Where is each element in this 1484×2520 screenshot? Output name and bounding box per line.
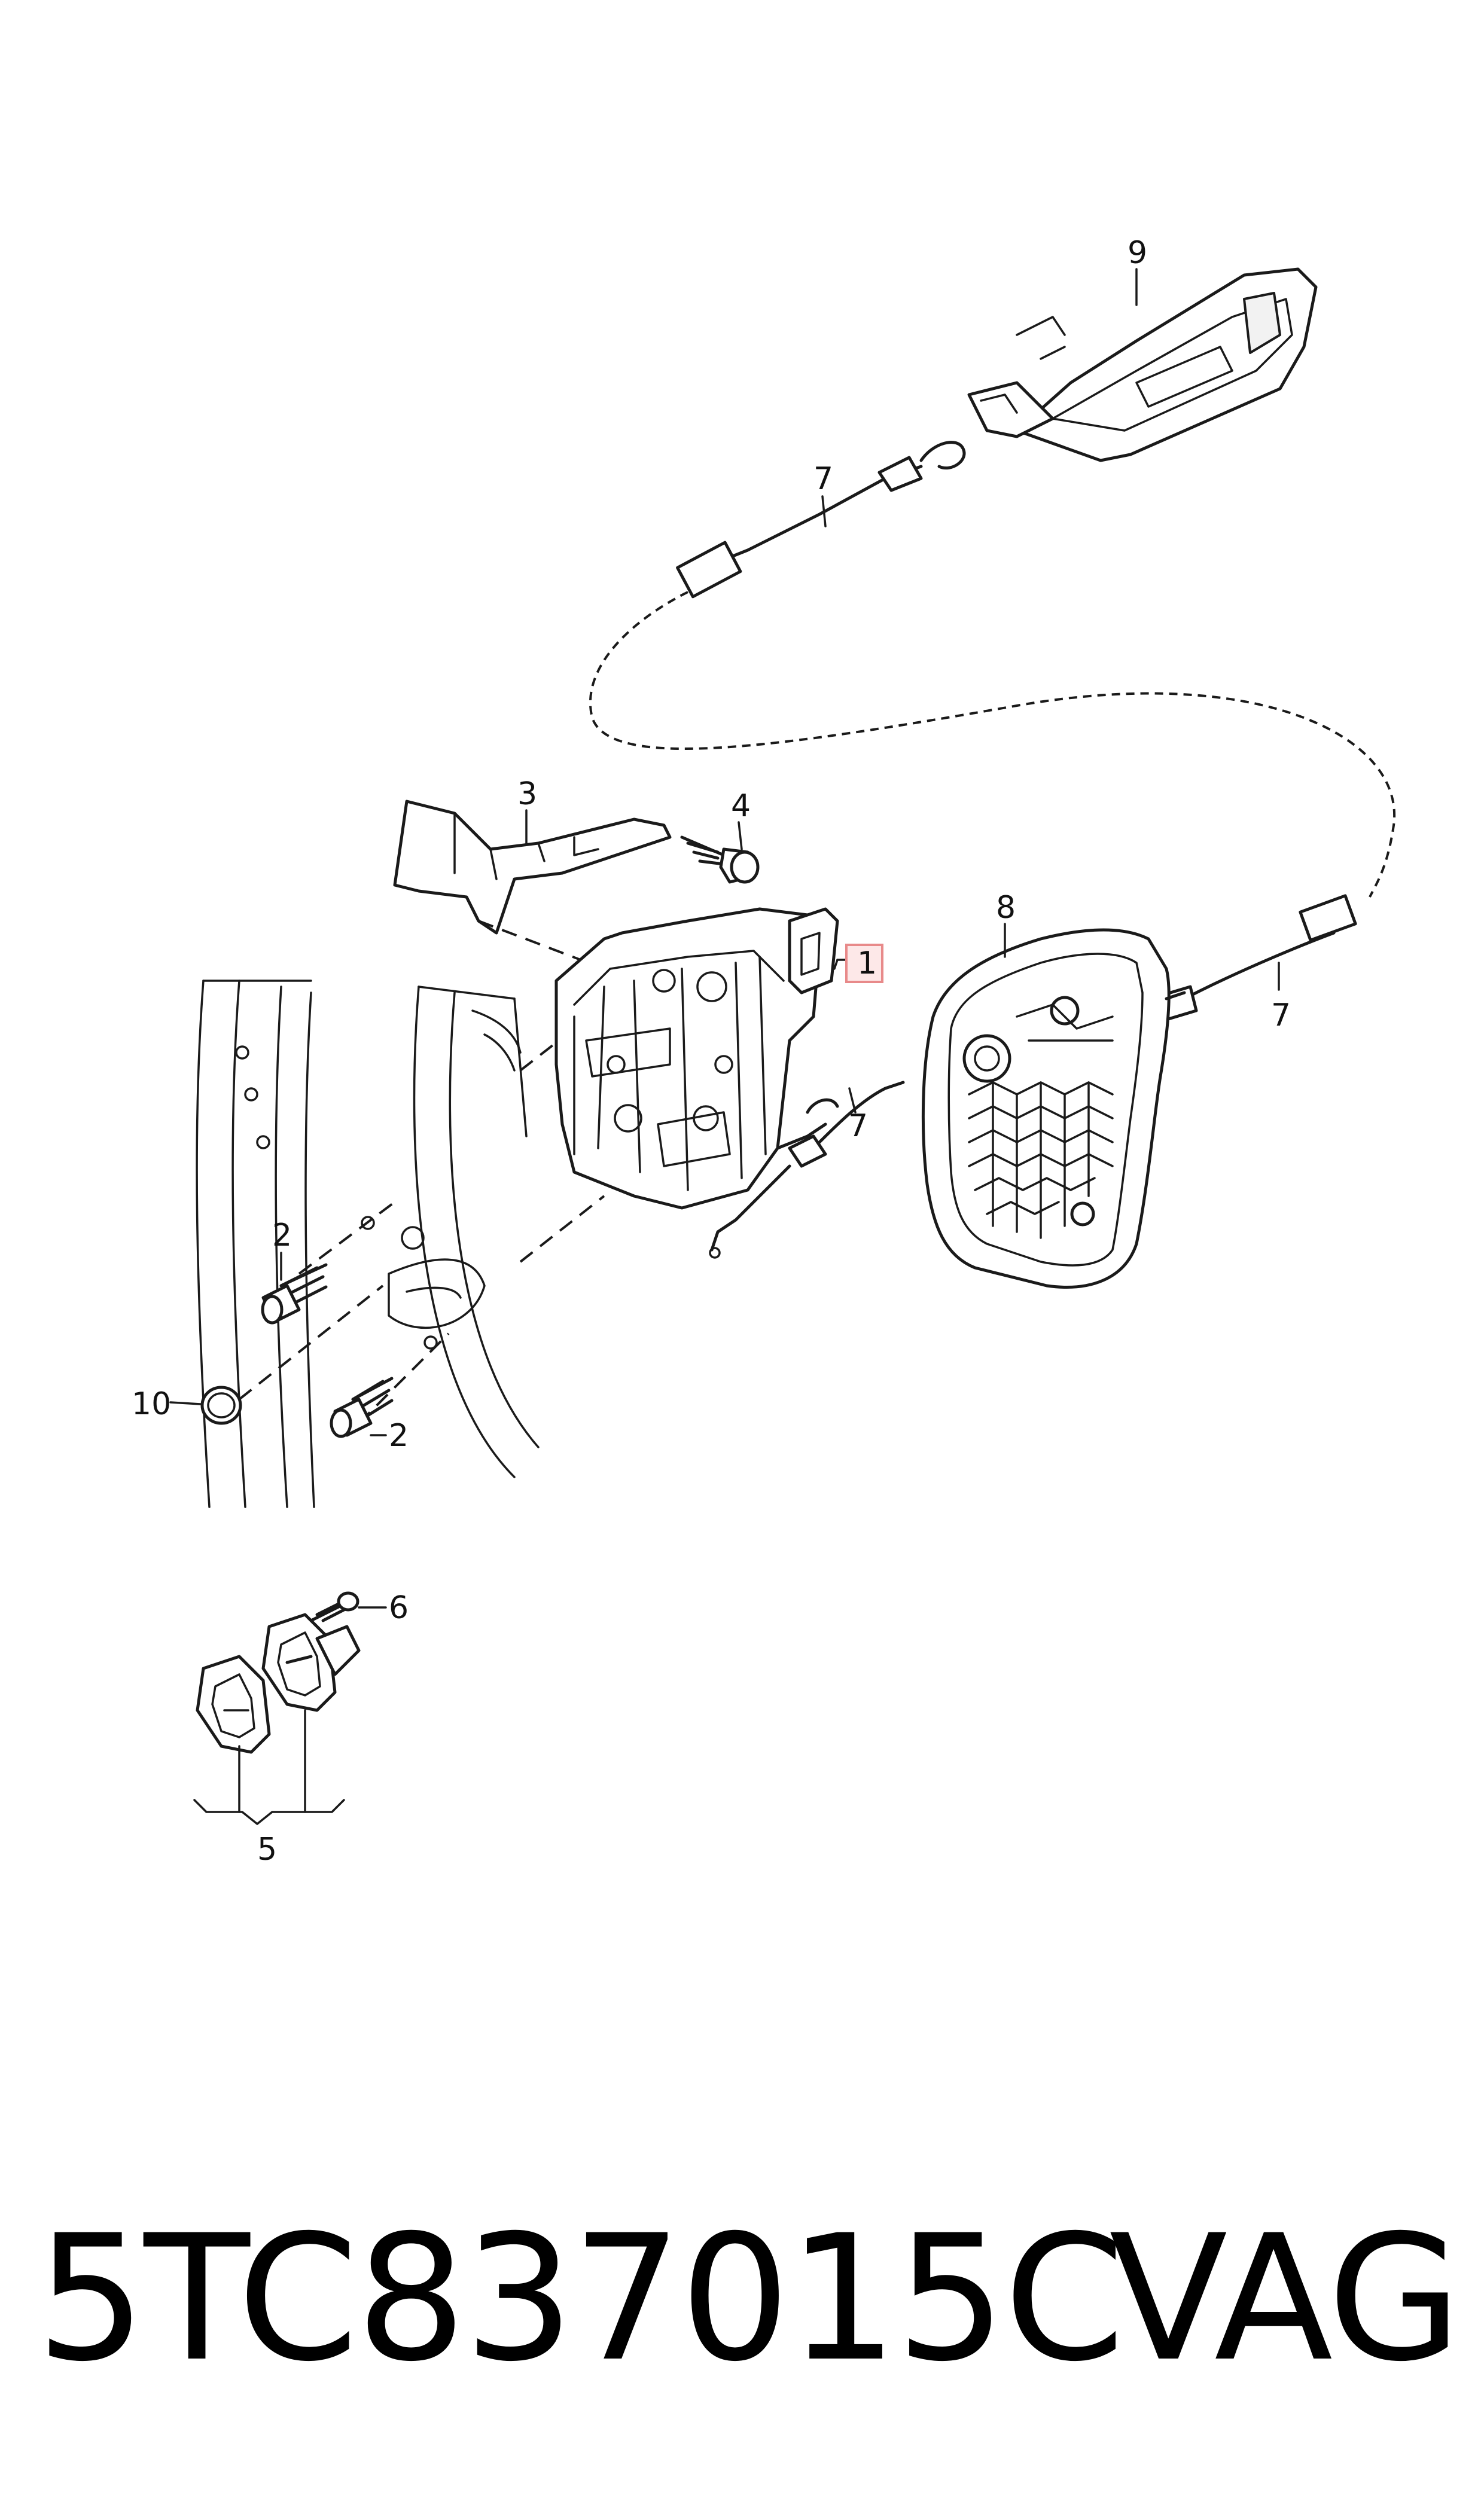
callout-2-upper: 2 — [272, 1218, 292, 1253]
bolt-lower — [330, 1377, 394, 1438]
callout-7-lower: 7 — [848, 1108, 868, 1144]
callout-9: 9 — [1128, 235, 1147, 271]
door-frame-outline — [196, 980, 540, 1508]
callout-1: 1 — [857, 945, 877, 981]
part-number: 5TC837015C — [36, 2198, 1125, 2400]
alignment-lines — [238, 920, 605, 1424]
callout-labels: 1 2 2 3 4 5 6 7 7 7 8 9 10 — [132, 235, 1291, 1868]
callout-7-upper: 7 — [813, 461, 833, 497]
callout-7-right: 7 — [1271, 997, 1291, 1033]
callout-3: 3 — [517, 776, 537, 812]
bolt-upper — [261, 1263, 328, 1325]
callout-6: 6 — [389, 1590, 409, 1626]
door-lock-actuator — [554, 907, 839, 1210]
inner-door-handle — [967, 267, 1318, 462]
part-1-highlight-box — [845, 944, 883, 983]
screw-4 — [680, 835, 760, 884]
cover-cap — [200, 1386, 242, 1425]
callout-10: 10 — [132, 1386, 171, 1422]
callout-5: 5 — [257, 1832, 277, 1868]
striker-plate-set — [196, 1613, 361, 1754]
lock-cover-panel — [921, 928, 1186, 1289]
bowden-cable-lower — [709, 1081, 905, 1259]
callout-8: 8 — [996, 890, 1016, 926]
honeycomb-grille — [968, 1003, 1114, 1239]
callout-4: 4 — [731, 788, 751, 824]
footer-caption: 5TC837015C VAG — [36, 2198, 1462, 2428]
brand-name: VAG — [1109, 2198, 1462, 2400]
leader-lines — [169, 268, 1280, 1825]
screw-6 — [309, 1591, 359, 1622]
callout-2-lower: 2 — [389, 1418, 409, 1454]
lock-bracket — [393, 800, 672, 935]
